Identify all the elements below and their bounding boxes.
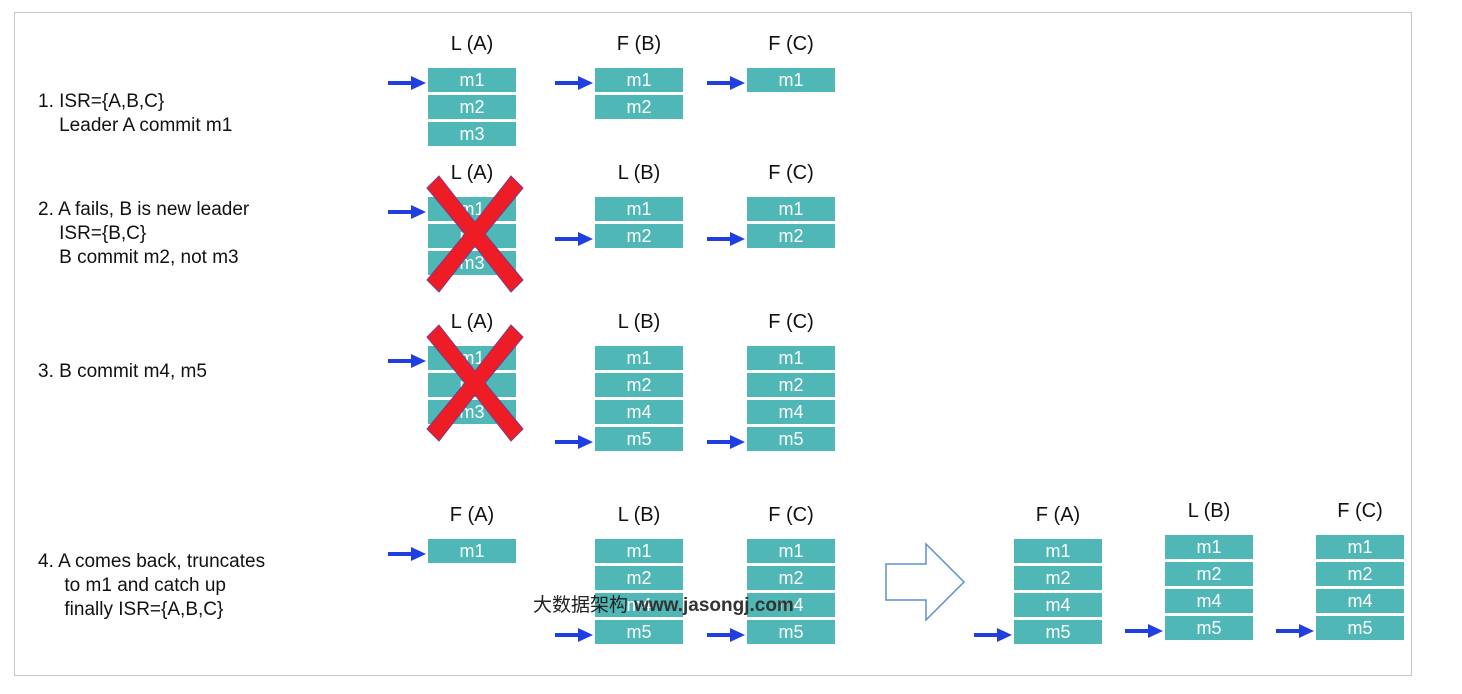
step-4-result-node-1-cell-m2: m2 [1013, 565, 1103, 591]
step-3-node-3-cell-m2: m2 [746, 372, 836, 398]
step-4-node-3-cell-m4: m4 [746, 592, 836, 618]
step-1-node-1-label: L (A) [450, 33, 494, 55]
step-1-node-2-cell-m2: m2 [594, 94, 684, 120]
step-4-node-2-cell-m4: m4 [594, 592, 684, 618]
step-1-node-1-cell-m2: m2 [427, 94, 517, 120]
step-4-result-node-2-pointer-arrow-icon [1125, 624, 1163, 638]
step-1-node-1-cell-m3: m3 [427, 121, 517, 147]
step-1-node-2-label: F (B) [616, 33, 662, 55]
step-4-node-3-cell-m2: m2 [746, 565, 836, 591]
step-3-node-3-cell-m1: m1 [746, 345, 836, 371]
step-4-result-node-2-label: L (B) [1187, 500, 1231, 522]
step-2-node-3-label: F (C) [768, 162, 814, 184]
step-4-result-node-2-cell-m4: m4 [1164, 588, 1254, 614]
step-1-node-3-pointer-arrow-icon [707, 76, 745, 90]
step-3-node-2-cell-m4: m4 [594, 399, 684, 425]
step-3-node-3-cell-m4: m4 [746, 399, 836, 425]
step-3-node-1-pointer-arrow-icon [388, 354, 426, 368]
step-1-description: 1. ISR={A,B,C} Leader A commit m1 [38, 91, 233, 136]
step-4-result-node-3-label: F (C) [1337, 500, 1383, 522]
step-2-node-1-pointer-arrow-icon [388, 205, 426, 219]
step-4-node-2-label: L (B) [617, 504, 661, 526]
step-1-node-1-pointer-arrow-icon [388, 76, 426, 90]
step-4-node-2-cell-m5: m5 [594, 619, 684, 645]
step-3-node-2-label: L (B) [617, 311, 661, 333]
step-4-node-1-pointer-arrow-icon [388, 547, 426, 561]
step-1-node-3-label: F (C) [768, 33, 814, 55]
step-3-node-1-label: L (A) [450, 311, 494, 333]
step-4-result-node-1-cell-m5: m5 [1013, 619, 1103, 645]
step-4-result-node-2-cell-m5: m5 [1164, 615, 1254, 641]
step-2-node-1-label: L (A) [450, 162, 494, 184]
step-4-result-node-1-cell-m4: m4 [1013, 592, 1103, 618]
step-4-node-3-pointer-arrow-icon [707, 628, 745, 642]
step-3-node-2-pointer-arrow-icon [555, 435, 593, 449]
watermark-url: www.jasongj.com [634, 595, 794, 616]
step-3-node-2-cell-m2: m2 [594, 372, 684, 398]
step-2-node-3-pointer-arrow-icon [707, 232, 745, 246]
step-3-node-3-pointer-arrow-icon [707, 435, 745, 449]
step-4-node-3-cell-m5: m5 [746, 619, 836, 645]
step-1-node-3-cell-m1: m1 [746, 67, 836, 93]
step-3-node-1-failed-x-icon [426, 324, 524, 442]
step-4-result-node-3-cell-m5: m5 [1315, 615, 1405, 641]
step-4-description: 4. A comes back, truncates to m1 and cat… [38, 551, 266, 620]
step-4-node-2-pointer-arrow-icon [555, 628, 593, 642]
step-1-node-1-cell-m1: m1 [427, 67, 517, 93]
step-2-node-2-cell-m1: m1 [594, 196, 684, 222]
step-2-description: 2. A fails, B is new leader ISR={B,C} B … [38, 199, 250, 268]
step-4-node-3-label: F (C) [768, 504, 814, 526]
step-2-node-3-cell-m2: m2 [746, 223, 836, 249]
step-1-node-2-pointer-arrow-icon [555, 76, 593, 90]
step-4-result-node-1-cell-m1: m1 [1013, 538, 1103, 564]
step-4-node-1-cell-m1: m1 [427, 538, 517, 564]
step-4-result-node-1-label: F (A) [1035, 504, 1081, 526]
transition-arrow-icon [885, 542, 966, 622]
step-4-result-node-2-cell-m2: m2 [1164, 561, 1254, 587]
step-3-node-3-label: F (C) [768, 311, 814, 333]
step-4-result-node-1-pointer-arrow-icon [974, 628, 1012, 642]
step-1-node-2-cell-m1: m1 [594, 67, 684, 93]
watermark-cn: 大数据架构 [533, 594, 629, 616]
step-4-result-node-3-pointer-arrow-icon [1276, 624, 1314, 638]
step-3-node-2-cell-m5: m5 [594, 426, 684, 452]
step-4-node-3-cell-m1: m1 [746, 538, 836, 564]
watermark: 大数据架构 www.jasongj.com [533, 590, 794, 617]
step-4-result-node-3-cell-m1: m1 [1315, 534, 1405, 560]
step-4-node-2-cell-m2: m2 [594, 565, 684, 591]
step-2-node-3-cell-m1: m1 [746, 196, 836, 222]
step-3-node-2-cell-m1: m1 [594, 345, 684, 371]
step-2-node-2-cell-m2: m2 [594, 223, 684, 249]
step-2-node-2-label: L (B) [617, 162, 661, 184]
step-2-node-2-pointer-arrow-icon [555, 232, 593, 246]
step-4-result-node-3-cell-m4: m4 [1315, 588, 1405, 614]
step-4-node-2-cell-m1: m1 [594, 538, 684, 564]
step-4-result-node-2-cell-m1: m1 [1164, 534, 1254, 560]
step-3-node-3-cell-m5: m5 [746, 426, 836, 452]
step-4-result-node-3-cell-m2: m2 [1315, 561, 1405, 587]
diagram-frame [14, 12, 1412, 676]
step-4-node-1-label: F (A) [449, 504, 495, 526]
step-2-node-1-failed-x-icon [426, 175, 524, 293]
step-3-description: 3. B commit m4, m5 [38, 361, 207, 382]
